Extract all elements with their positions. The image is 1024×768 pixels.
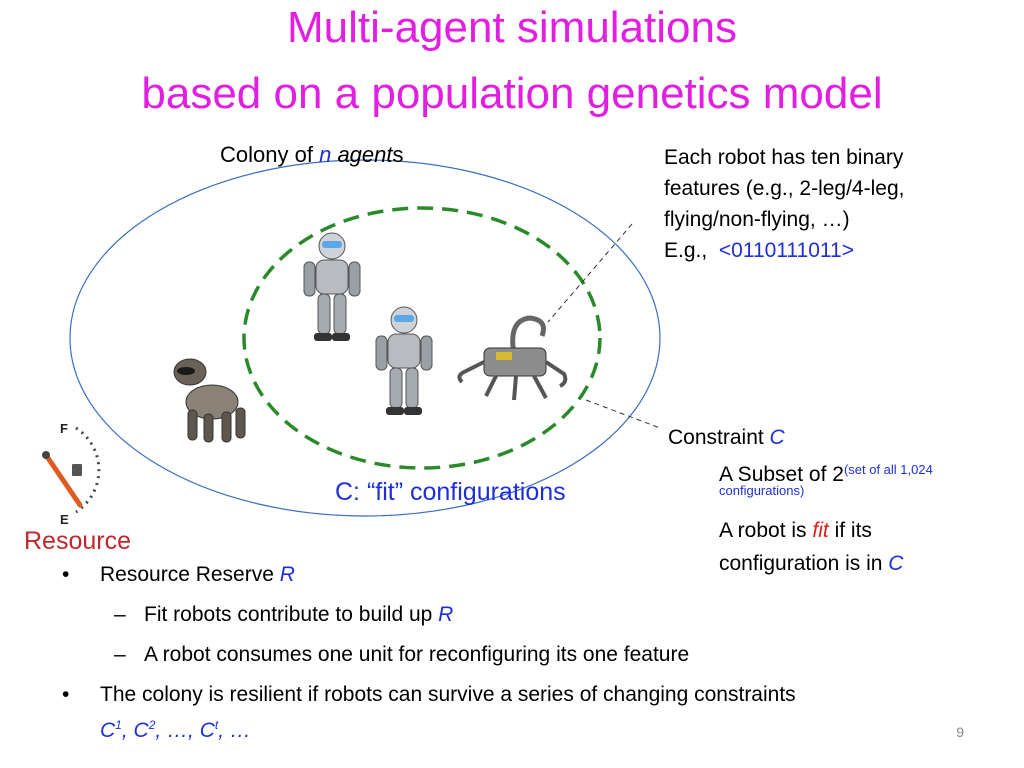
colony-suffix: s xyxy=(392,142,404,167)
constraint-series: C1, C2, …, Ct, … xyxy=(100,718,251,742)
colony-n: n xyxy=(319,142,332,167)
fit-def-line2: configuration is in xyxy=(719,552,889,575)
pointer-line-constraint xyxy=(585,399,661,429)
features-note: Each robot has ten binary features (e.g.… xyxy=(664,142,1004,266)
fit-word: fit xyxy=(812,519,829,542)
subbullet-fit-contribute: – Fit robots contribute to build up R xyxy=(60,600,1000,630)
fit-ellipse xyxy=(242,206,602,470)
colony-agent: agent xyxy=(337,142,393,167)
scorpion-robot-icon xyxy=(457,315,568,401)
bullet-symbol-r: R xyxy=(279,563,295,586)
features-line3: flying/non-flying, …) xyxy=(664,208,850,231)
robot-dog-icon xyxy=(173,358,246,443)
features-line2: features (e.g., 2-leg/4-leg, xyxy=(664,177,905,200)
resource-label: Resource xyxy=(24,527,131,555)
bullet-dot-icon: • xyxy=(62,683,70,706)
fuel-pump-icon xyxy=(72,464,82,476)
colony-ellipse xyxy=(69,159,661,517)
subbullet-text: Fit robots contribute to build up xyxy=(144,603,439,626)
features-example: E.g., <0110111011> xyxy=(664,235,1004,266)
humanoid-robot-icon xyxy=(303,232,361,341)
fit-def-symbol: C xyxy=(888,552,904,575)
subbullet-text: A robot consumes one unit for reconfigur… xyxy=(144,643,690,666)
bullet-text: Resource Reserve xyxy=(100,563,280,586)
series-c1: C xyxy=(100,719,116,742)
fit-def-suffix: if its xyxy=(828,519,872,542)
constraint-heading: Constraint C xyxy=(668,424,785,452)
gauge-empty-label: E xyxy=(60,512,69,527)
humanoid-robot-icon xyxy=(375,306,433,415)
series-sup1: 1 xyxy=(115,718,122,732)
series-ct: C xyxy=(199,719,215,742)
slide-title-line2: based on a population genetics model xyxy=(141,69,883,118)
slide-title-line1: Multi-agent simulations xyxy=(287,3,737,52)
series-sep1: , xyxy=(121,719,134,742)
bullet-text: The colony is resilient if robots can su… xyxy=(100,683,796,706)
bullet-dash-icon: – xyxy=(114,643,126,666)
fit-configurations-label: C: “fit” configurations xyxy=(335,478,566,506)
constraint-label: Constraint xyxy=(668,426,770,449)
constraint-symbol: C xyxy=(769,426,785,449)
gauge-full-label: F xyxy=(60,421,68,436)
subset-superscript: (set of all 1,024 xyxy=(843,462,933,477)
fit-definition: A robot is fit if its configuration is i… xyxy=(719,514,1009,580)
fit-def-prefix: A robot is xyxy=(719,519,813,542)
colony-label-prefix: Colony of xyxy=(220,142,320,167)
bullet-resource-reserve: • Resource Reserve R xyxy=(60,560,1000,590)
bullet-list: • Resource Reserve R – Fit robots contri… xyxy=(60,560,1000,746)
example-prefix: E.g., xyxy=(664,239,708,262)
subset-prefix: A Subset of 2 xyxy=(719,463,844,486)
bullet-resilience: • The colony is resilient if robots can … xyxy=(60,680,1000,710)
subbullet-consume-unit: – A robot consumes one unit for reconfig… xyxy=(60,640,1000,670)
page-number: 9 xyxy=(956,724,964,740)
colony-label: Colony of n agents xyxy=(220,140,510,170)
series-sup2: 2 xyxy=(148,718,156,732)
bullet-dash-icon: – xyxy=(114,603,126,626)
series-c2: C xyxy=(133,719,149,742)
subbullet-symbol-r: R xyxy=(438,603,454,626)
bullet-constraint-series: C1, C2, …, Ct, … xyxy=(60,710,1000,746)
constraint-subset: A Subset of 2(set of all 1,024 xyxy=(719,456,1009,489)
subset-superscript-line2: configurations) xyxy=(719,483,805,498)
bullet-dot-icon: • xyxy=(62,563,70,586)
features-line1: Each robot has ten binary xyxy=(664,146,904,169)
fuel-gauge-icon: F E xyxy=(42,421,101,527)
series-end: , … xyxy=(218,719,251,742)
series-sep2: , …, xyxy=(155,719,200,742)
example-bitstring: <0110111011> xyxy=(718,239,854,262)
pointer-line-features xyxy=(547,223,633,323)
series-supt: t xyxy=(214,718,219,732)
